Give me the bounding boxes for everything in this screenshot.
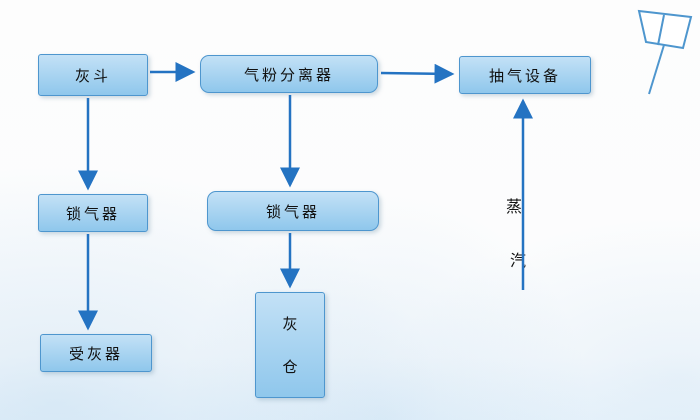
flag-icon: [637, 9, 693, 95]
node-airlock-left: 锁气器: [38, 194, 148, 232]
node-ash-hopper: 灰斗: [38, 54, 148, 96]
ash-bin-label-line2: 仓: [282, 358, 298, 376]
steam-label-line1: 蒸: [506, 197, 523, 216]
node-airlock-center: 锁气器: [207, 191, 379, 231]
node-gas-powder-separator: 气粉分离器: [200, 55, 378, 93]
steam-label-line2: 汽: [510, 251, 527, 270]
node-ash-receiver: 受灰器: [40, 334, 152, 372]
node-air-extraction-equipment: 抽气设备: [459, 56, 591, 94]
node-ash-bin: 灰 仓: [255, 292, 325, 398]
arrow-separator-to-extractor: [380, 63, 455, 84]
ash-bin-label-line1: 灰: [282, 315, 298, 333]
